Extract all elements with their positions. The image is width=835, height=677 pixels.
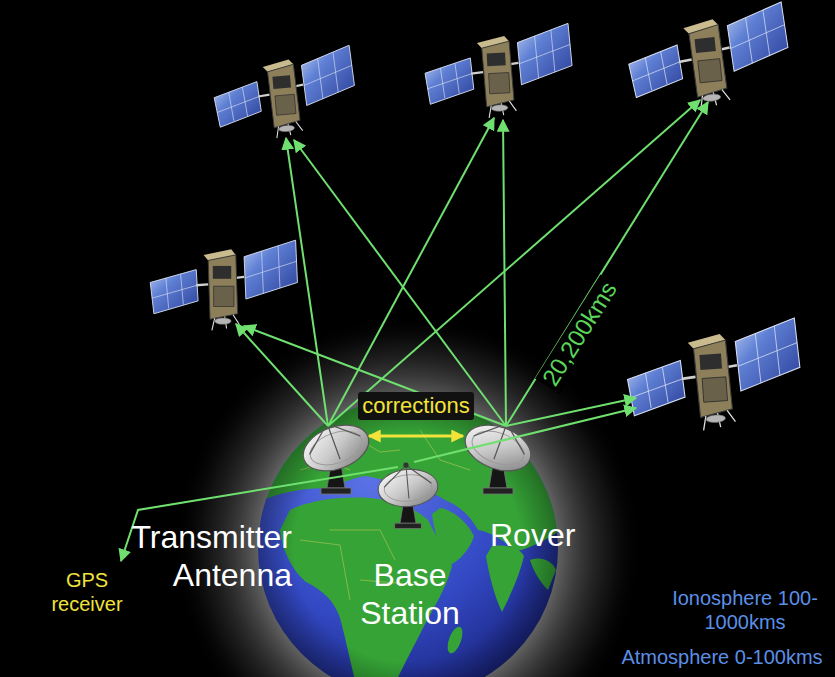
gps-satellite xyxy=(150,240,297,330)
gps-satellite xyxy=(211,45,359,143)
dish-antennas xyxy=(294,409,540,528)
signal-line xyxy=(506,102,708,426)
edge-label: corrections xyxy=(358,392,474,420)
node-label: Transmitter Antenna xyxy=(112,518,292,595)
dish-antenna xyxy=(376,460,439,529)
base-station: Base Station xyxy=(336,462,484,637)
gps-satellite xyxy=(423,23,575,121)
layer-label: Ionosphere 100-1000kms xyxy=(670,586,820,634)
signal-line xyxy=(286,138,328,426)
node-label: Base Station xyxy=(340,556,480,633)
distance-label: 20,200kms xyxy=(535,274,625,394)
corrections-arrow xyxy=(369,435,463,438)
node-label: Rover xyxy=(490,516,575,554)
gps-satellite xyxy=(624,2,793,116)
transmitter-antenna: Transmitter Antenna xyxy=(108,416,366,599)
signal-line xyxy=(244,326,506,426)
layer-label: Atmosphere 0-100kms xyxy=(621,645,822,669)
signal-line xyxy=(328,100,700,426)
dish-face xyxy=(376,460,439,509)
rover-antenna: Rover xyxy=(466,416,579,558)
satellite-signals xyxy=(121,100,708,561)
signal-line xyxy=(503,120,506,426)
satellites xyxy=(150,2,804,436)
callout-label: GPS receiver xyxy=(39,568,135,616)
signal-line xyxy=(294,140,506,426)
signal-line xyxy=(236,324,328,426)
gps-satellite xyxy=(624,318,804,436)
signal-line xyxy=(328,118,494,426)
